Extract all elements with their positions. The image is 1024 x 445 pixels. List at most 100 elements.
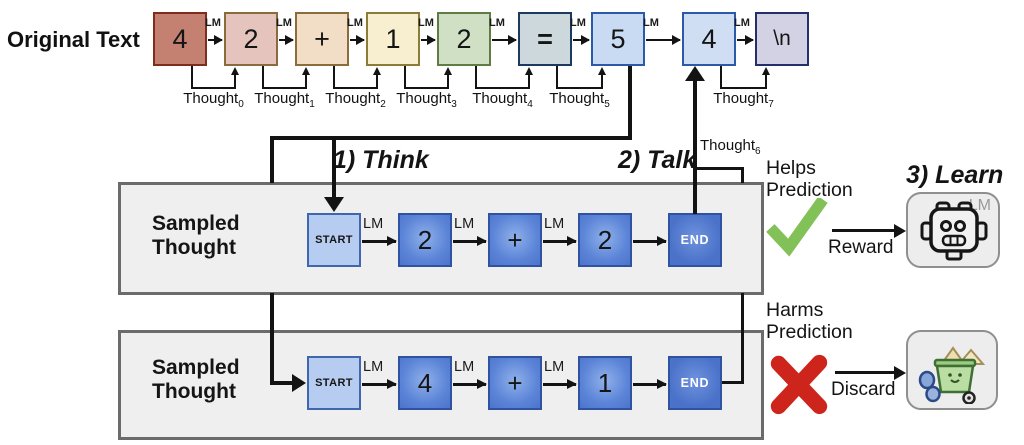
step-learn-label: 3) Learn: [906, 161, 1004, 189]
thought-label-base: Thought: [254, 90, 310, 107]
arrowhead-right: [477, 235, 487, 246]
thought-hook: [555, 66, 559, 88]
token-arrow-line: [646, 38, 680, 41]
arrowhead-up: [301, 67, 310, 75]
sampled-thought-title-2: Sampled Thought: [152, 356, 240, 403]
end-token: END: [668, 213, 722, 267]
thought-hook: [474, 86, 531, 89]
thought-label: Thought4: [469, 90, 537, 110]
recycle-bin-icon: [918, 346, 986, 404]
thought-hook: [474, 66, 478, 88]
step-talk-label: 2) Talk: [618, 146, 697, 174]
arrowhead-right: [508, 34, 517, 45]
lm-label: LM: [347, 17, 363, 29]
thought-label-sub: 5: [604, 99, 610, 110]
token-box: 5: [591, 12, 645, 66]
arrowhead-right: [387, 235, 397, 246]
think-line: [627, 66, 633, 138]
arrowhead-up: [685, 66, 705, 81]
end2-output-line: [722, 381, 744, 384]
thought-label: Thought1: [251, 90, 319, 110]
thought-label: Thought0: [180, 90, 248, 110]
lm-label: LM: [643, 17, 659, 29]
thought-hook: [233, 74, 237, 89]
lm-label: LM: [276, 17, 292, 29]
token-box: 2: [224, 12, 278, 66]
token-box: =: [518, 12, 572, 66]
inner-arrow-line: [633, 382, 666, 386]
thought-token: +: [488, 356, 542, 410]
arrowhead-up: [230, 67, 239, 75]
inner-arrow-line: [543, 239, 576, 243]
lm-label: LM: [454, 359, 475, 375]
robot-icon: [920, 201, 988, 261]
arrowhead-right: [427, 34, 436, 45]
cross-icon: [770, 354, 828, 415]
thought-hook: [332, 86, 379, 89]
robot-lm-iconbox: LM: [906, 192, 1000, 268]
recycle-bin-iconbox: [906, 330, 998, 410]
thought6-hook: [741, 167, 744, 183]
lm-label: LM: [363, 359, 384, 375]
arrowhead-right: [214, 34, 223, 45]
arrowhead-down: [324, 197, 344, 212]
thought-6-label: Thought6: [700, 137, 761, 157]
thought-token: 4: [398, 356, 452, 410]
thought-label-base: Thought: [396, 90, 452, 107]
helps-prediction-label: Helps Prediction: [766, 157, 853, 201]
lm-label: LM: [418, 17, 434, 29]
thought-token: 1: [578, 356, 632, 410]
thought-hook: [555, 86, 604, 89]
inner-arrow-line: [362, 239, 396, 243]
lm-label: LM: [734, 17, 750, 29]
lm-label: LM: [544, 216, 565, 232]
arrowhead-right: [657, 235, 667, 246]
arrowhead-up: [524, 67, 533, 75]
thought-hook: [332, 66, 336, 88]
thought-hook: [403, 86, 450, 89]
thought-hook: [261, 86, 308, 89]
thought-label-base: Thought: [472, 90, 528, 107]
think-line: [272, 380, 294, 386]
inner-arrow-line: [453, 239, 486, 243]
arrowhead-right: [356, 34, 365, 45]
lm-label: LM: [363, 216, 384, 232]
reward-arrow-line: [832, 229, 894, 232]
thought-token: +: [488, 213, 542, 267]
token-box: 1: [366, 12, 420, 66]
think-line: [331, 135, 337, 198]
inner-arrow-line: [543, 382, 576, 386]
arrowhead-up: [761, 67, 770, 75]
checkmark-icon: [766, 198, 828, 257]
arrowhead-right: [894, 223, 906, 238]
lm-label: LM: [489, 17, 505, 29]
think-line: [269, 293, 275, 385]
token-arrow-line: [492, 38, 516, 41]
thought-hook: [304, 74, 308, 89]
sampled-thought-title-1: Sampled Thought: [152, 212, 240, 259]
thought-token: 2: [578, 213, 632, 267]
start-token: START: [307, 213, 361, 267]
discard-arrow-line: [835, 371, 894, 374]
thought-hook: [403, 66, 407, 88]
thought-hook: [375, 74, 379, 89]
thought-hook: [600, 74, 604, 89]
end-token: END: [668, 356, 722, 410]
lm-label: LM: [544, 359, 565, 375]
harms-prediction-label: Harms Prediction: [766, 299, 853, 343]
thought-label-sub: 3: [451, 99, 457, 110]
thought-label-sub: 2: [380, 99, 386, 110]
inner-arrow-line: [633, 239, 666, 243]
token-box: 2: [437, 12, 491, 66]
thought-token: 2: [398, 213, 452, 267]
thought-hook: [527, 74, 531, 89]
inner-arrow-line: [453, 382, 486, 386]
thought-hook: [190, 66, 194, 88]
thought-label-sub: 4: [527, 99, 533, 110]
think-line: [269, 135, 275, 183]
arrowhead-right: [387, 378, 397, 389]
reward-label: Reward: [828, 237, 894, 258]
thought-hook: [719, 66, 723, 88]
token-box: \n: [755, 12, 809, 66]
inner-arrow-line: [362, 382, 396, 386]
